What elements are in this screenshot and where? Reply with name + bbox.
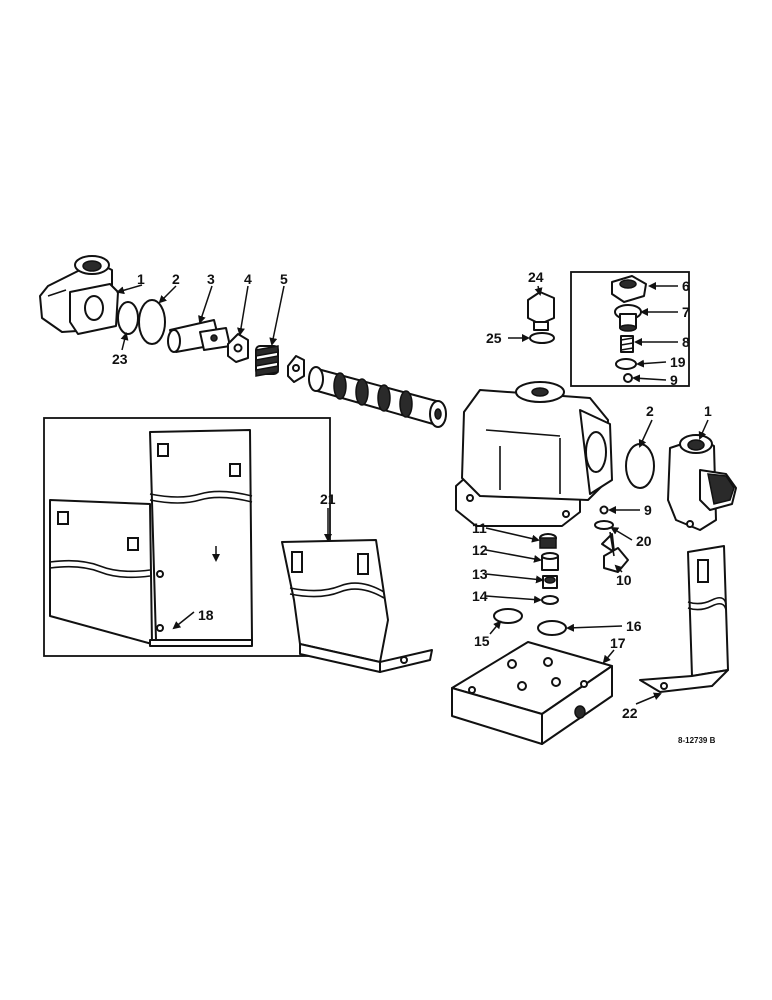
part-ball-9-lower (599, 505, 609, 515)
part-spring-5 (255, 345, 279, 377)
part-sleeve-12 (541, 552, 559, 571)
part-valve-body (455, 381, 613, 527)
part-o-ring-25 (529, 332, 555, 344)
part-drain-screw-10 (601, 531, 629, 573)
part-o-ring-2-right (625, 443, 655, 489)
callout-20: 20 (636, 533, 652, 549)
callout-12: 12 (472, 542, 488, 558)
callout-15: 15 (474, 633, 490, 649)
part-mounting-bracket-18 (49, 429, 253, 647)
callout-23: 23 (112, 351, 128, 367)
part-plug-7 (614, 304, 642, 332)
part-o-ring-20 (594, 520, 614, 530)
part-nut-6 (611, 275, 647, 303)
callout-11: 11 (472, 520, 487, 536)
part-mounting-bracket-22 (639, 545, 729, 693)
part-manifold-block-17 (451, 641, 613, 745)
callout-8: 8 (682, 334, 690, 350)
callout-9-top: 9 (670, 372, 678, 388)
callout-7: 7 (682, 304, 690, 320)
callout-1-right: 1 (704, 403, 712, 419)
part-o-ring-16 (537, 620, 567, 636)
part-seat-13 (542, 575, 558, 589)
callout-10: 10 (616, 572, 632, 588)
callout-2-right: 2 (646, 403, 654, 419)
callout-1-left: 1 (137, 271, 145, 287)
callout-9-lower: 9 (644, 502, 652, 518)
part-plug-11 (539, 533, 557, 549)
part-o-ring-23 (117, 301, 139, 335)
callout-6: 6 (682, 278, 690, 294)
part-plug-24 (527, 291, 555, 331)
callout-21: 21 (320, 491, 336, 507)
part-o-ring-19 (615, 358, 637, 370)
callout-18: 18 (198, 607, 214, 623)
part-valve-spool (308, 366, 447, 428)
part-o-ring-15 (493, 608, 523, 624)
part-washer-14 (541, 595, 559, 605)
relief-valve-inset-box (570, 271, 690, 387)
part-spring-8 (620, 335, 634, 353)
callout-3: 3 (207, 271, 215, 287)
part-mounting-bracket-21 (281, 539, 433, 673)
part-end-cover-left (39, 255, 119, 335)
part-end-cover-right (667, 434, 737, 531)
callout-25: 25 (486, 330, 502, 346)
part-spool-shaft (167, 319, 231, 353)
callout-4: 4 (244, 271, 252, 287)
drawing-reference-code: 8-12739 B (678, 736, 716, 745)
part-o-ring-2-left (138, 299, 166, 345)
callout-labels: 1 2 3 4 5 6 7 8 19 9 24 25 23 2 1 9 20 1… (112, 269, 716, 745)
callout-24: 24 (528, 269, 544, 285)
callout-13: 13 (472, 566, 488, 582)
callout-22: 22 (622, 705, 638, 721)
callout-19: 19 (670, 354, 686, 370)
callout-17: 17 (610, 635, 626, 651)
callout-5: 5 (280, 271, 288, 287)
part-ball-9-top (623, 373, 633, 383)
callout-16: 16 (626, 618, 642, 634)
callout-2-left: 2 (172, 271, 180, 287)
leader-lines (116, 282, 709, 705)
callout-14: 14 (472, 588, 488, 604)
